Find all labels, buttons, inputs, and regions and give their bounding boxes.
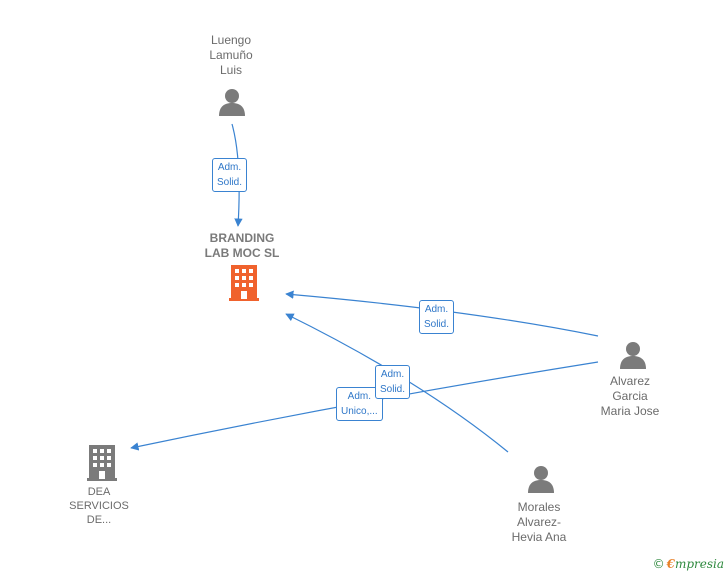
node-label-line: BRANDING — [209, 231, 275, 245]
edge-label-morales-branding: Adm. Solid. — [375, 365, 411, 399]
node-label-line: Maria Jose — [600, 404, 660, 418]
edge-label-line: Solid. — [424, 319, 450, 330]
node-label-morales[interactable]: Morales Alvarez- Hevia Ana — [500, 500, 578, 545]
empresia-logo[interactable]: ©€mpresia — [653, 557, 724, 571]
edge-label-alvarez-dea: Adm. Unico,... — [336, 387, 383, 421]
node-label-alvarez[interactable]: Alvarez Garcia Maria Jose — [590, 374, 670, 419]
edge-label-line: Adm. — [380, 369, 405, 380]
node-label-line: SERVICIOS — [69, 500, 129, 512]
building-icon[interactable] — [87, 445, 117, 481]
edge-alvarez-branding — [285, 290, 599, 337]
node-label-line: Hevia Ana — [511, 530, 567, 544]
node-label-line: Garcia — [612, 389, 648, 403]
edge-label-line: Solid. — [217, 177, 243, 188]
node-label-line: Lamuño — [209, 48, 253, 62]
edge-label-line: Adm. — [217, 162, 242, 173]
brand-name: mpresia — [674, 557, 724, 571]
node-label-line: Morales — [517, 500, 561, 514]
person-icon[interactable] — [528, 466, 554, 493]
edge-label-line: Unico,... — [341, 406, 378, 417]
edge-label-line: Adm. — [424, 304, 449, 315]
edge-label-alvarez-branding: Adm. Solid. — [419, 300, 455, 334]
edge-label-line: Solid. — [380, 384, 406, 395]
brand-initial: € — [666, 557, 675, 571]
node-label-line: Luis — [219, 63, 242, 77]
edge-label-luengo-branding: Adm. Solid. — [212, 158, 248, 192]
node-label-line: LAB MOC SL — [204, 246, 280, 260]
building-icon[interactable] — [229, 265, 259, 301]
node-label-line: Alvarez — [609, 374, 650, 388]
node-label-line: DE... — [86, 514, 112, 526]
node-label-line: Alvarez- — [516, 515, 561, 529]
node-label-line: Luengo — [210, 33, 252, 47]
node-label-line: DEA — [87, 486, 111, 498]
edge-label-line: Adm. — [347, 391, 372, 402]
node-label-dea[interactable]: DEA SERVICIOS DE... — [59, 485, 139, 527]
node-label-branding[interactable]: BRANDING LAB MOC SL — [192, 231, 292, 261]
person-icon[interactable] — [219, 89, 245, 116]
node-label-luengo[interactable]: Luengo Lamuño Luis — [196, 33, 266, 78]
copyright-icon: © — [652, 557, 665, 571]
person-icon[interactable] — [620, 342, 646, 369]
